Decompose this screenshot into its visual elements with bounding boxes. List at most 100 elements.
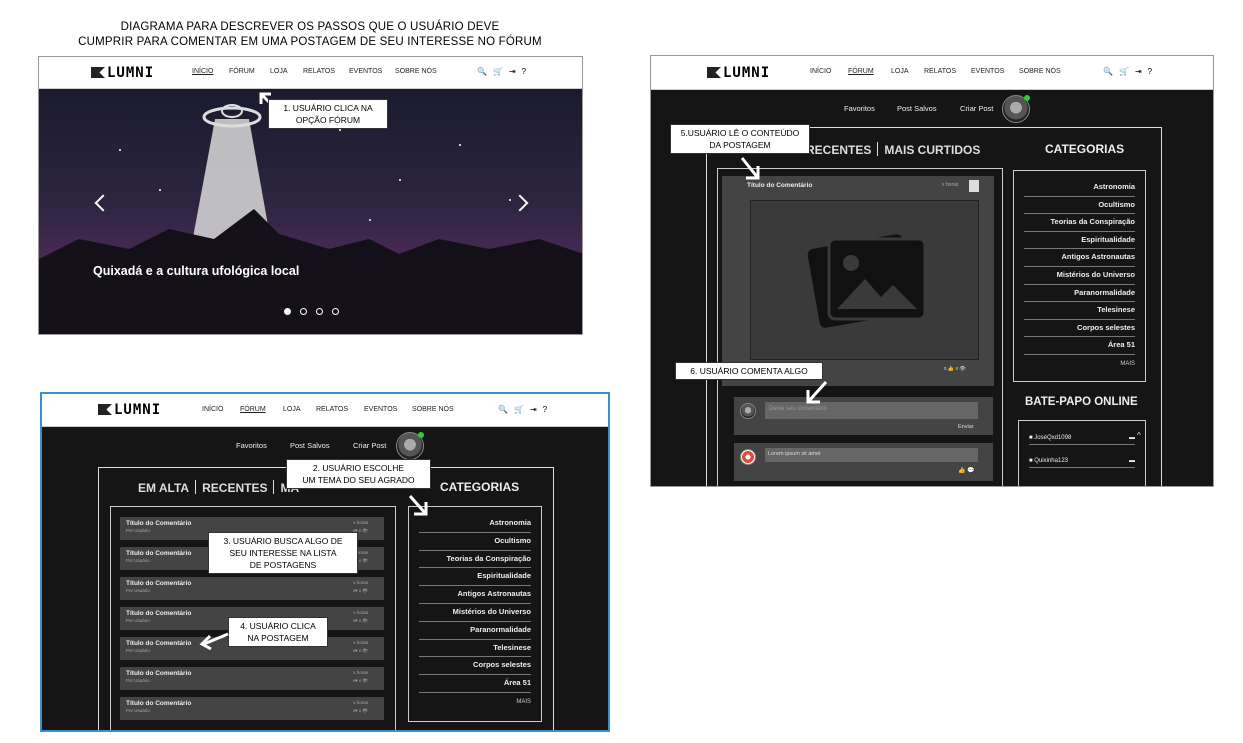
tab-separator <box>273 480 275 494</box>
nav-sobre[interactable]: SOBRE NÓS <box>412 406 454 413</box>
category-item[interactable]: Mistérios do Universo <box>419 604 531 622</box>
carousel-dot[interactable] <box>284 308 291 315</box>
category-item[interactable]: Área 51 <box>1024 337 1135 355</box>
arrow-callout-6 <box>806 380 828 404</box>
tab-separator <box>877 142 879 156</box>
category-item[interactable]: Astronomia <box>1024 179 1135 197</box>
category-item[interactable]: Corpos selestes <box>419 657 531 676</box>
nav-inicio[interactable]: INÍCIO <box>192 68 214 75</box>
category-item[interactable]: Ocultismo <box>1024 197 1135 215</box>
cart-icon[interactable]: 🛒 <box>492 67 503 76</box>
subnav-criar-post[interactable]: Criar Post <box>353 441 387 450</box>
carousel-dot[interactable] <box>300 308 307 315</box>
post-row-author: Por Usuário <box>126 558 150 563</box>
cart-icon[interactable]: 🛒 <box>1118 67 1129 76</box>
brand-logo[interactable]: LUMNI <box>707 65 770 81</box>
nav-sobre[interactable]: SOBRE NÓS <box>1019 68 1061 75</box>
search-icon[interactable]: 🔍 <box>1103 67 1113 76</box>
brand-logo[interactable]: LUMNI <box>98 402 161 418</box>
chat-user[interactable]: ■ JoséQxd1098 ▬ <box>1029 435 1135 445</box>
tab-mais-curtidos[interactable]: MAIS CURTIDOS <box>884 143 981 157</box>
search-icon[interactable]: 🔍 <box>498 405 508 414</box>
carousel-dot[interactable] <box>316 308 323 315</box>
nav-inicio[interactable]: INÍCIO <box>810 68 832 75</box>
post-row-stats: x♥ x 👁 <box>352 648 368 653</box>
callout-step-5: 5.USUÁRIO LÊ O CONTEÚDO DA POSTAGEM <box>670 124 810 154</box>
post-stats: x 👍 x 👁 <box>944 366 966 372</box>
chat-user[interactable]: ■ Quixinha123 ▬ <box>1029 458 1135 468</box>
cart-icon[interactable]: 🛒 <box>513 405 524 414</box>
nav-forum[interactable]: FÓRUM <box>240 406 266 413</box>
login-icon[interactable]: ⇥ <box>508 67 516 76</box>
help-icon[interactable]: ? <box>542 405 548 414</box>
comment-text: Lorem ipsum sit amet <box>765 448 978 462</box>
nav-relatos[interactable]: RELATOS <box>303 68 336 75</box>
nav-loja[interactable]: LOJA <box>270 68 288 75</box>
nav-loja[interactable]: LOJA <box>283 406 301 413</box>
search-icon[interactable]: 🔍 <box>477 67 487 76</box>
category-item[interactable]: Espiritualidade <box>1024 232 1135 250</box>
carousel-dot[interactable] <box>332 308 339 315</box>
subnav-favoritos[interactable]: Favoritos <box>844 104 875 113</box>
user-avatar[interactable] <box>396 432 424 460</box>
category-item[interactable]: Ocultismo <box>419 533 531 551</box>
nav-inicio[interactable]: INÍCIO <box>202 406 224 413</box>
nav-loja[interactable]: LOJA <box>891 68 909 75</box>
tab-em-alta[interactable]: EM ALTA <box>138 481 190 495</box>
help-icon[interactable]: ? <box>1147 67 1153 76</box>
post-row-time: x horas <box>353 670 368 675</box>
category-item[interactable]: Paranormalidade <box>419 622 531 640</box>
post-detail-frame: LUMNI INÍCIO FÓRUM LOJA RELATOS EVENTOS … <box>650 55 1214 487</box>
online-status-dot <box>418 432 424 438</box>
categories-more-link[interactable]: MAIS <box>516 698 531 705</box>
brand-logo[interactable]: LUMNI <box>91 65 154 81</box>
callout-step-1: 1. USUÁRIO CLICA NA OPÇÃO FÓRUM <box>268 99 388 129</box>
category-item[interactable]: Área 51 <box>419 675 531 693</box>
subnav-post-salvos[interactable]: Post Salvos <box>290 441 330 450</box>
category-item[interactable]: Telesinese <box>419 640 531 658</box>
tab-recentes[interactable]: RECENTES <box>202 481 268 495</box>
category-item[interactable]: Antigos Astronautas <box>1024 249 1135 267</box>
comment-input[interactable]: Deixe seu comentário <box>765 402 978 419</box>
category-item[interactable]: Teorias da Conspiração <box>419 551 531 569</box>
nav-relatos[interactable]: RELATOS <box>924 68 957 75</box>
tab-recentes[interactable]: RECENTES <box>806 143 872 157</box>
top-navbar: LUMNI INÍCIO FÓRUM LOJA RELATOS EVENTOS … <box>42 394 608 427</box>
send-button[interactable]: Enviar <box>958 424 974 430</box>
category-item[interactable]: Corpos selestes <box>1024 320 1135 338</box>
category-item[interactable]: Teorias da Conspiração <box>1024 214 1135 232</box>
nav-icons: 🔍 🛒 ⇥? <box>498 405 553 414</box>
bookmark-icon[interactable] <box>969 180 979 192</box>
subnav-criar-post[interactable]: Criar Post <box>960 104 994 113</box>
nav-eventos[interactable]: EVENTOS <box>971 68 1005 75</box>
chat-message-icon[interactable]: ▬ <box>1129 458 1135 464</box>
user-avatar[interactable] <box>1002 95 1030 123</box>
category-item[interactable]: Telesinese <box>1024 302 1135 320</box>
login-icon[interactable]: ⇥ <box>1134 67 1142 76</box>
chevron-up-icon[interactable]: ^ <box>1137 431 1141 440</box>
category-item[interactable]: Astronomia <box>419 515 531 533</box>
category-item[interactable]: Mistérios do Universo <box>1024 267 1135 285</box>
category-item[interactable]: Antigos Astronautas <box>419 586 531 604</box>
category-item[interactable]: Espiritualidade <box>419 568 531 587</box>
logo-mark-icon <box>707 67 721 78</box>
category-item[interactable]: Paranormalidade <box>1024 285 1135 303</box>
nav-sobre[interactable]: SOBRE NÓS <box>395 68 437 75</box>
categories-more-link[interactable]: MAIS <box>1120 360 1135 367</box>
login-icon[interactable]: ⇥ <box>529 405 537 414</box>
chat-message-icon[interactable]: ▬ <box>1129 435 1135 441</box>
nav-relatos[interactable]: RELATOS <box>316 406 349 413</box>
subnav-post-salvos[interactable]: Post Salvos <box>897 104 937 113</box>
star-dot <box>369 219 371 221</box>
subnav-favoritos[interactable]: Favoritos <box>236 441 267 450</box>
nav-eventos[interactable]: EVENTOS <box>364 406 398 413</box>
diagram-title-line-2: CUMPRIR PARA COMENTAR EM UMA POSTAGEM DE… <box>78 36 542 48</box>
comment-actions[interactable]: 👍 💬 <box>958 468 975 474</box>
help-icon[interactable]: ? <box>521 67 527 76</box>
nav-eventos[interactable]: EVENTOS <box>349 68 383 75</box>
nav-forum[interactable]: FÓRUM <box>229 68 255 75</box>
nav-forum[interactable]: FÓRUM <box>848 68 874 75</box>
